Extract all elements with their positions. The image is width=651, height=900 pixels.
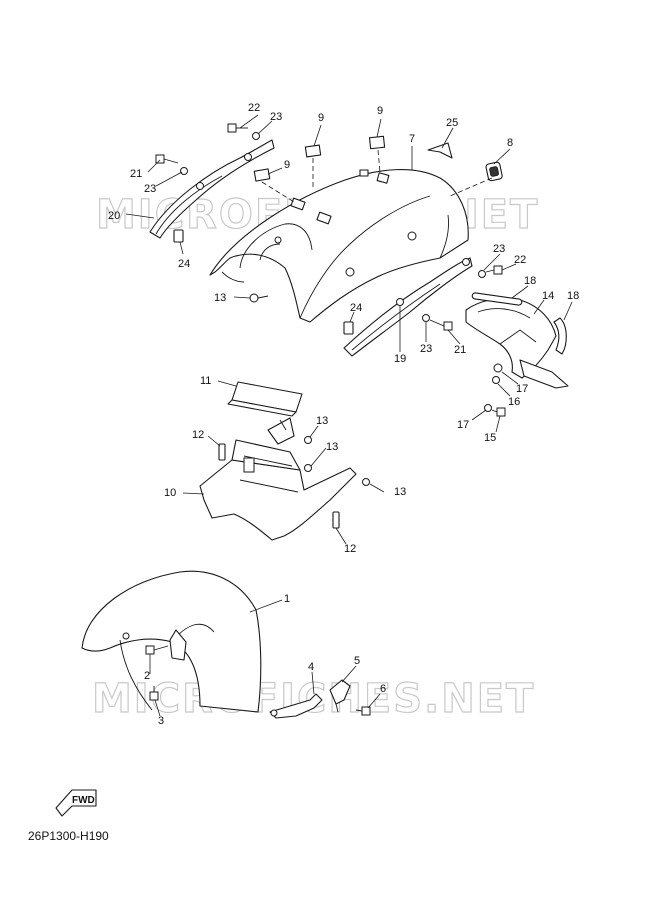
front-fender-1 xyxy=(81,570,262,713)
callout-18-right: 18 xyxy=(567,290,579,302)
bolt-13-middle xyxy=(304,464,312,472)
damper-18-left xyxy=(471,292,523,306)
callout-13-upper: 13 xyxy=(316,415,328,427)
callout-1: 1 xyxy=(284,593,290,605)
callout-9-left: 9 xyxy=(284,159,290,171)
callout-13-right: 13 xyxy=(394,486,406,498)
callout-3: 3 xyxy=(158,715,164,727)
plate-11 xyxy=(227,381,303,417)
callout-14: 14 xyxy=(542,290,554,302)
callout-23-right-bottom: 23 xyxy=(420,343,432,355)
callout-13-fender: 13 xyxy=(214,292,226,304)
label-9-left xyxy=(253,168,271,182)
callout-17-upper: 17 xyxy=(516,383,528,395)
callout-24-left: 24 xyxy=(178,258,190,270)
callout-6: 6 xyxy=(380,683,386,695)
callout-2: 2 xyxy=(144,670,150,682)
callout-23-left-top: 23 xyxy=(270,111,282,123)
washer-17-upper xyxy=(492,376,500,384)
rear-fender xyxy=(209,168,469,323)
diagram-code: 26P1300-H190 xyxy=(28,829,109,843)
callout-18-left: 18 xyxy=(524,275,536,287)
callouts: 22 23 21 23 20 24 9 9 9 7 25 8 13 24 23 … xyxy=(108,102,579,727)
callout-9-center: 9 xyxy=(318,112,324,124)
callout-21-left: 21 xyxy=(130,168,142,180)
plate-12-right xyxy=(332,511,340,529)
bolt-15 xyxy=(491,407,506,417)
callout-12-right: 12 xyxy=(344,543,356,555)
callout-15: 15 xyxy=(484,432,496,444)
damper-18-right xyxy=(553,317,567,355)
callout-4: 4 xyxy=(308,661,314,673)
callout-16: 16 xyxy=(508,396,520,408)
callout-13-middle: 13 xyxy=(326,441,338,453)
washer-23-right-top xyxy=(478,270,486,278)
callout-5: 5 xyxy=(354,655,360,667)
callout-12-left: 12 xyxy=(192,429,204,441)
bolt-13-fender xyxy=(249,293,269,303)
callout-17-lower: 17 xyxy=(457,419,469,431)
inner-fender-10 xyxy=(199,417,357,541)
collar-24-right xyxy=(343,321,354,335)
bolt-22-left xyxy=(227,123,248,133)
label-9-right xyxy=(368,135,386,150)
hose-holder-5 xyxy=(329,679,351,713)
label-9-center xyxy=(304,144,322,158)
washer-17-lower xyxy=(484,404,492,412)
rail-left-20 xyxy=(149,139,275,239)
bolt-6 xyxy=(355,706,371,716)
callout-24-right: 24 xyxy=(350,302,362,314)
washer-23-right-bottom xyxy=(422,314,430,322)
callout-7: 7 xyxy=(409,133,415,145)
inner-fender-panel xyxy=(239,223,313,269)
fwd-label: FWD xyxy=(72,795,95,806)
callout-9-right: 9 xyxy=(377,105,383,117)
collar-24-left xyxy=(173,229,184,243)
bolt-2 xyxy=(145,645,169,655)
hose-holder-4 xyxy=(269,693,323,719)
nut-16 xyxy=(493,363,503,373)
bracket-14 xyxy=(465,297,569,389)
washer-23-left-top xyxy=(252,132,260,140)
bolt-22-right xyxy=(485,265,503,275)
leader-lines xyxy=(125,114,573,717)
washer-23-left-bottom xyxy=(180,167,188,175)
callout-8: 8 xyxy=(507,137,513,149)
callout-25: 25 xyxy=(446,117,458,129)
rail-right-19 xyxy=(343,257,473,357)
bolt-21-right xyxy=(429,319,453,331)
bolt-21-left xyxy=(155,154,179,164)
bolt-13-upper xyxy=(304,436,312,444)
callout-22-left: 22 xyxy=(248,102,260,114)
callout-21-right: 21 xyxy=(454,344,466,356)
callout-23-left-bottom: 23 xyxy=(144,183,156,195)
plate-12-left xyxy=(218,443,226,461)
callout-11: 11 xyxy=(200,375,211,387)
grommet-8 xyxy=(485,161,503,182)
callout-10: 10 xyxy=(164,487,176,499)
callout-22-right: 22 xyxy=(514,254,526,266)
bolt-3 xyxy=(149,686,159,701)
callout-19: 19 xyxy=(394,353,406,365)
fwd-arrow-icon: FWD xyxy=(55,789,97,817)
clip-25 xyxy=(427,142,453,159)
callout-20: 20 xyxy=(108,210,120,222)
bolt-13-right xyxy=(362,478,370,486)
callout-23-right-top: 23 xyxy=(493,243,505,255)
